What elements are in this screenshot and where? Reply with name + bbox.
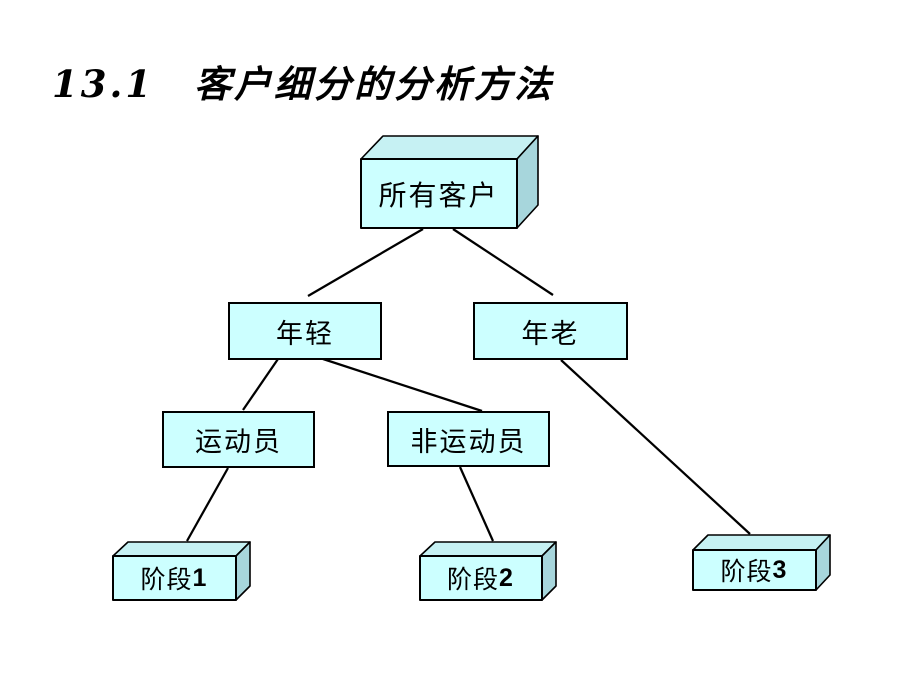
cube-front-face — [419, 555, 543, 601]
stage-word: 阶段 — [140, 567, 193, 594]
cube-shape — [360, 135, 539, 229]
node-old: 年老 — [473, 302, 628, 360]
edge-non-athletes-stage-2 — [458, 466, 495, 542]
cube-top-face — [692, 534, 831, 551]
edge-young-non-athletes — [322, 357, 483, 413]
stage-number: 1 — [192, 563, 208, 592]
slide-title: 13.1 客户细分的分析方法 — [52, 62, 555, 106]
cube-top-face — [419, 541, 557, 557]
node-athletes: 运动员 — [162, 411, 315, 468]
stage-word: 阶段 — [447, 567, 500, 594]
node-label-all-customers: 所有客户 — [378, 180, 499, 212]
stage-word: 阶段 — [720, 559, 773, 586]
cube-top-face — [112, 541, 251, 557]
cube-shape — [419, 541, 557, 601]
cube-front-face — [360, 158, 518, 229]
cube-front-face — [692, 549, 817, 591]
node-label-non-athletes: 非运动员 — [410, 426, 527, 457]
edge-all-customers-old — [452, 228, 554, 296]
stage-number: 3 — [772, 555, 788, 584]
node-label-young: 年轻 — [276, 318, 334, 349]
node-non-athletes: 非运动员 — [387, 411, 550, 467]
node-label-athletes: 运动员 — [195, 427, 282, 457]
cube-front-face — [112, 555, 237, 601]
stage-number: 2 — [499, 563, 514, 592]
node-label-old: 年老 — [521, 318, 580, 349]
edge-all-customers-young — [307, 228, 424, 297]
cube-shape — [112, 541, 251, 601]
cube-top-face — [360, 135, 539, 160]
edge-old-stage-3 — [560, 359, 751, 535]
node-young: 年轻 — [228, 302, 382, 360]
edge-young-athletes — [242, 358, 279, 411]
edge-athletes-stage-1 — [186, 467, 229, 542]
cube-shape — [692, 534, 831, 591]
node-all-customers: 所有客户 — [360, 135, 539, 229]
